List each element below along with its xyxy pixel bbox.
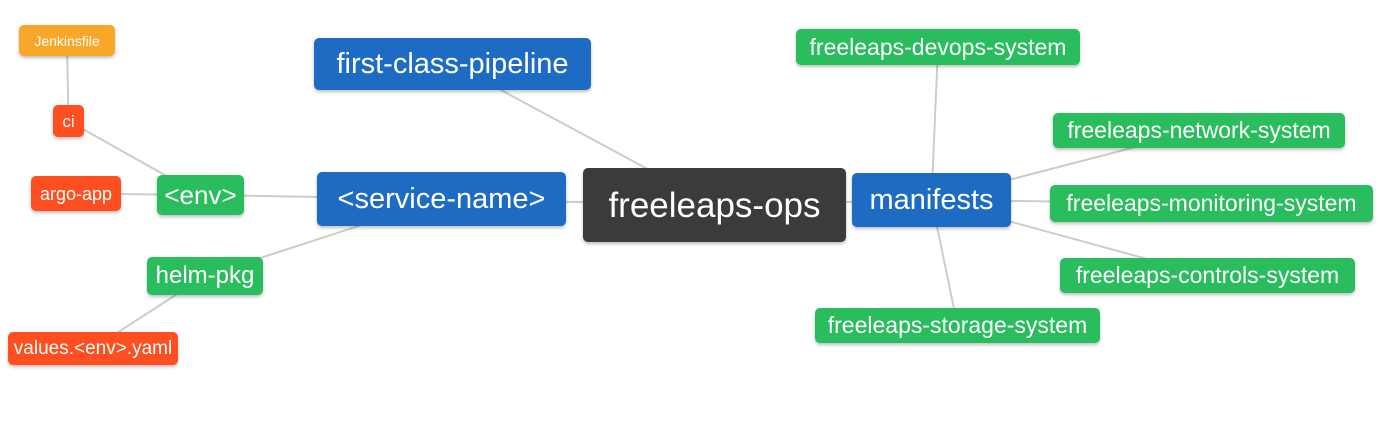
node-label: manifests [869, 183, 994, 216]
node-manifests[interactable]: manifests [852, 173, 1011, 227]
node-freeleaps-ops[interactable]: freeleaps-ops [583, 168, 846, 242]
node-values-env-yaml[interactable]: values.<env>.yaml [8, 332, 178, 365]
node-service-name[interactable]: <service-name> [317, 172, 566, 226]
node-freeleaps-monitoring-system[interactable]: freeleaps-monitoring-system [1050, 185, 1373, 222]
node-freeleaps-controls-system[interactable]: freeleaps-controls-system [1060, 258, 1355, 293]
node-label: argo-app [39, 183, 113, 204]
node-argo-app[interactable]: argo-app [31, 176, 121, 211]
node-jenkinsfile[interactable]: Jenkinsfile [19, 25, 115, 56]
node-ci[interactable]: ci [53, 105, 84, 137]
node-helm-pkg[interactable]: helm-pkg [147, 257, 263, 295]
node-freeleaps-devops-system[interactable]: freeleaps-devops-system [796, 29, 1080, 65]
node-env[interactable]: <env> [157, 175, 244, 215]
node-label: freeleaps-monitoring-system [1066, 190, 1357, 216]
node-label: ci [62, 111, 75, 131]
node-label: Jenkinsfile [34, 32, 100, 49]
node-label: <service-name> [337, 182, 546, 215]
node-label: first-class-pipeline [336, 47, 569, 80]
node-label: freeleaps-storage-system [827, 312, 1088, 338]
node-label: <env> [164, 180, 237, 210]
node-label: freeleaps-controls-system [1075, 262, 1340, 288]
node-freeleaps-storage-system[interactable]: freeleaps-storage-system [815, 308, 1100, 343]
node-first-class-pipeline[interactable]: first-class-pipeline [314, 38, 591, 90]
node-label: helm-pkg [155, 262, 255, 289]
node-freeleaps-network-system[interactable]: freeleaps-network-system [1053, 113, 1345, 148]
node-label: freeleaps-ops [608, 185, 821, 225]
node-label: values.<env>.yaml [13, 338, 173, 359]
node-label: freeleaps-devops-system [809, 33, 1067, 60]
node-label: freeleaps-network-system [1067, 117, 1331, 143]
